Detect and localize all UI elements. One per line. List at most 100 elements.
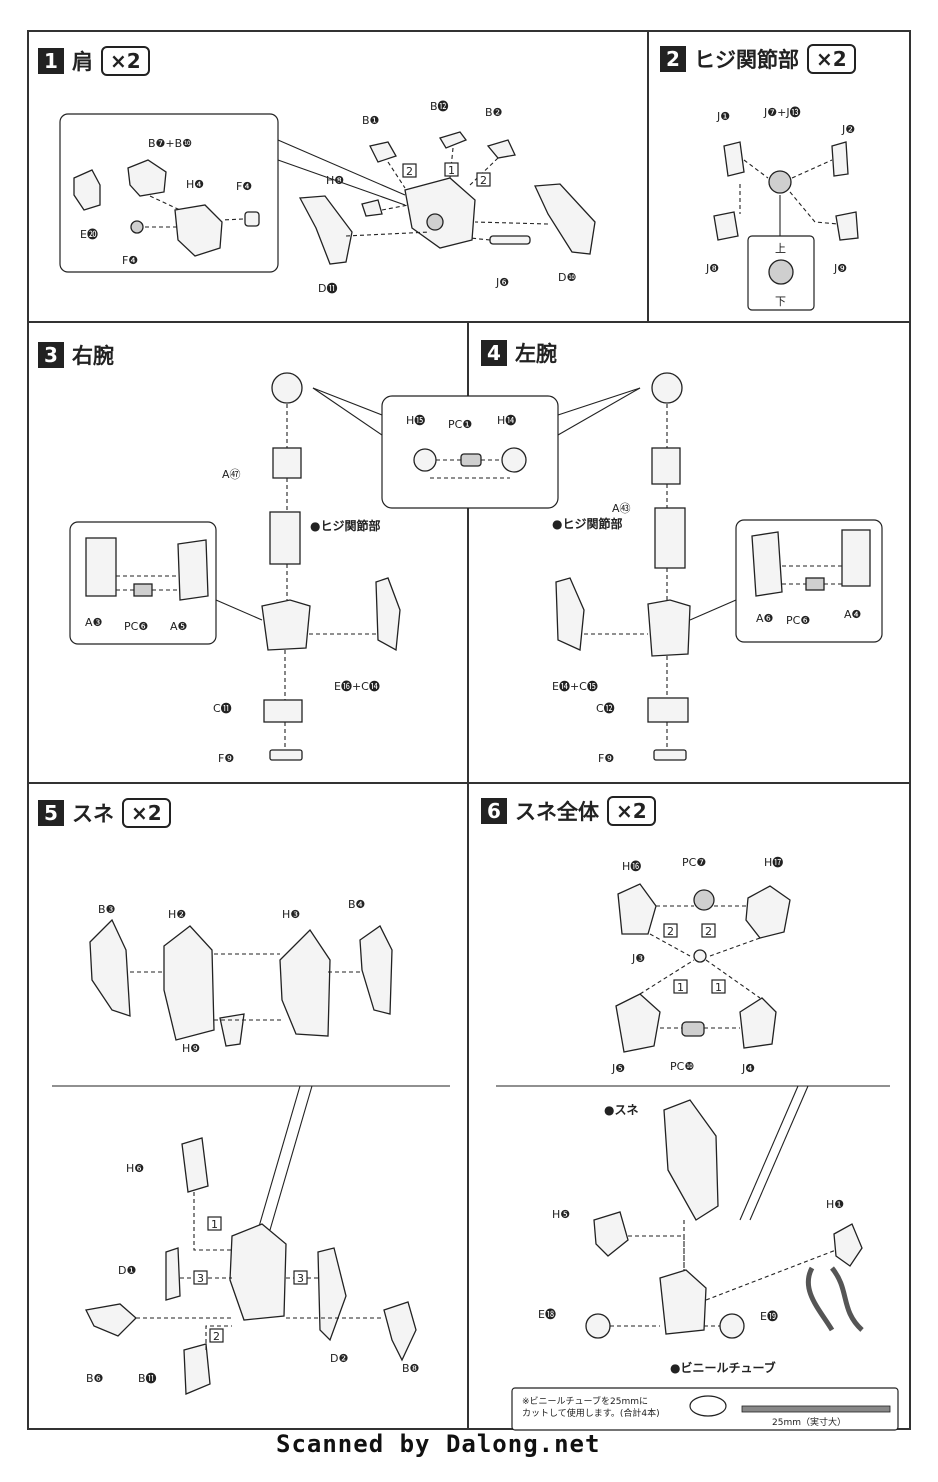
tube-actual-size <box>741 1405 891 1413</box>
part-f9 <box>653 749 687 761</box>
callout-line <box>269 1085 313 1231</box>
step-4-header: 4 左腕 <box>481 338 557 368</box>
part-a4 <box>841 529 871 587</box>
part-e19 <box>719 1313 745 1339</box>
vinyl-tube <box>805 1266 835 1332</box>
assembly-guide <box>782 565 842 585</box>
note-line-2: カットして使用します。(合計4本) <box>522 1409 660 1419</box>
part-shoulder-body <box>404 177 476 249</box>
part-label: E⓮+C⓯ <box>552 680 598 693</box>
assembly-guide <box>130 953 362 1021</box>
part-lower-body <box>659 1269 707 1335</box>
part-b11 <box>183 1343 211 1395</box>
divider-row1 <box>27 321 911 323</box>
step-3-header: 3 右腕 <box>38 340 114 370</box>
part-label: F❹ <box>236 180 252 193</box>
step-2-header: 2 ヒジ関節部 ×2 <box>660 44 856 74</box>
order-number: 2 <box>480 174 487 187</box>
part-label: D❶ <box>118 1264 136 1277</box>
part-label: C⓬ <box>596 702 615 715</box>
part-label: B⓫ <box>138 1372 157 1385</box>
orientation-label: 上 <box>775 242 786 255</box>
part-h17 <box>745 885 791 939</box>
part-label: H❾ <box>182 1042 200 1055</box>
part-label: B❸ <box>98 903 116 916</box>
tube-cut-note: ※ビニールチューブを25mmに カットして使用します。(合計4本) <box>522 1396 660 1420</box>
part-h14 <box>501 447 527 473</box>
step-1-inset-box <box>59 113 279 273</box>
assembly-guide <box>136 1192 384 1350</box>
part-elbow <box>269 511 301 565</box>
step-6-header: 6 スネ全体 ×2 <box>481 796 656 826</box>
part-h6 <box>181 1137 209 1193</box>
part-label: E⓴ <box>80 228 98 241</box>
part-shoulder-joint <box>271 372 303 404</box>
step-1-header: 1 肩 ×2 <box>38 46 150 76</box>
part-j9 <box>835 211 859 241</box>
part-forearm <box>261 599 311 651</box>
part-label: F❹ <box>122 254 138 267</box>
part-label: D❷ <box>330 1352 348 1365</box>
divider-bottom-vertical <box>467 782 469 1430</box>
part-f9 <box>269 749 303 761</box>
step-number: 2 <box>660 46 686 72</box>
part-label: A㊼ <box>222 468 241 481</box>
part-a47 <box>272 447 302 479</box>
order-tag <box>663 923 678 938</box>
step-title: 左腕 <box>515 342 557 366</box>
part-pc1 <box>460 453 482 467</box>
order-tag <box>701 923 716 938</box>
part-forearm <box>647 599 691 657</box>
part-h16 <box>617 883 657 935</box>
order-number: 2 <box>705 925 712 938</box>
step-2-diagram: J❶ J❼+J⓭ J❷ J❽ J❾ 上 下 <box>705 106 859 311</box>
part-j3 <box>693 949 707 963</box>
scan-watermark: Scanned by Dalong.net <box>276 1430 601 1458</box>
quantity-badge: ×2 <box>607 796 656 826</box>
part-d10 <box>534 183 596 255</box>
part-label: H⓮ <box>497 414 516 427</box>
part-label: A❹ <box>844 608 862 621</box>
part-label: E⓰+C⓮ <box>334 680 380 693</box>
order-number: 2 <box>406 165 413 178</box>
part-j6 <box>489 235 531 245</box>
part-shin <box>663 1099 719 1221</box>
part-label: PC❻ <box>786 614 810 627</box>
divider-top-vertical <box>647 30 649 322</box>
order-number: 2 <box>667 925 674 938</box>
step-3-diagram: H⓯ PC❶ H⓮ A㊼ ●ヒジ関節部 A❸ PC❻ A❺ E⓰+C⓮ C⓫ F… <box>69 372 641 765</box>
part-label: E⓳ <box>760 1310 778 1323</box>
part-label: B❻ <box>86 1372 104 1385</box>
part-h1 <box>833 1223 863 1267</box>
part-b1 <box>369 141 397 163</box>
part-label: H❸ <box>282 908 300 921</box>
divider-mid-vertical <box>467 321 469 783</box>
part-d1 <box>165 1247 181 1301</box>
order-number: 1 <box>448 164 455 177</box>
order-tag <box>402 163 417 178</box>
part-label: H❶ <box>826 1198 844 1211</box>
order-tag <box>207 1216 222 1231</box>
assembly-guide <box>639 905 761 1029</box>
step-6-diagram: H⓰ PC❼ H⓱ J❸ J❺ PC❿ J❹ ●スネ H❺ H❶ E⓲ E⓳ ●… <box>496 856 899 1431</box>
part-f4-left <box>130 220 144 234</box>
part-label: H❹ <box>186 178 204 191</box>
part-label: B❹ <box>348 898 366 911</box>
order-number: 1 <box>677 981 684 994</box>
part-h8 <box>361 199 383 217</box>
part-b2 <box>486 139 516 159</box>
part-label: J❻ <box>495 276 509 289</box>
callout-line <box>312 387 383 436</box>
callout-line <box>557 387 641 436</box>
part-label: C⓫ <box>213 702 232 715</box>
part-d2 <box>317 1247 347 1342</box>
part-e18 <box>585 1313 611 1339</box>
part-h2 <box>163 925 215 1041</box>
part-e14-c15 <box>555 577 585 651</box>
step-number: 5 <box>38 800 64 826</box>
part-elbow <box>654 507 686 569</box>
part-label: PC❼ <box>682 856 706 869</box>
step-number: 3 <box>38 342 64 368</box>
step-4-diagram: A㊸ ●ヒジ関節部 A❻ PC❻ A❹ E⓮+C⓯ C⓬ F❾ <box>552 372 883 765</box>
page-frame <box>27 30 911 1430</box>
